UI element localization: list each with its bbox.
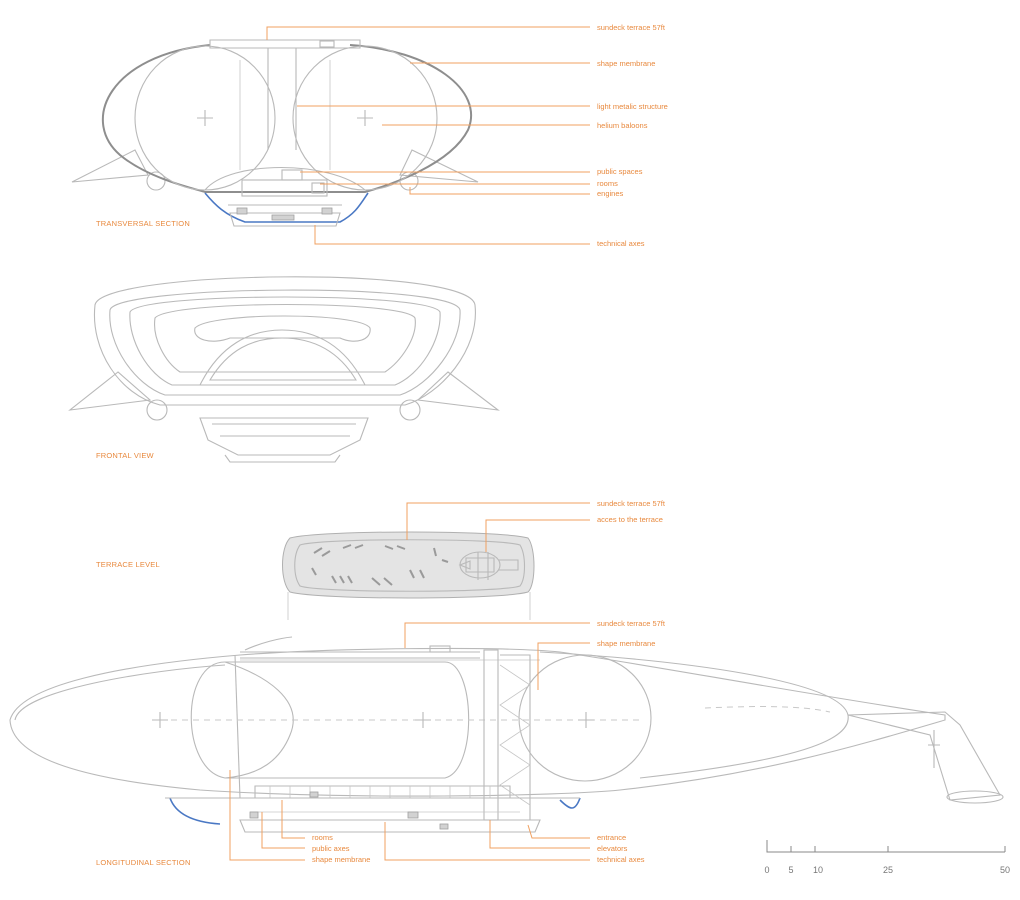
terrace-leaders	[406, 502, 590, 552]
transversal-labels: sundeck terrace 57ft shape membrane ligh…	[597, 23, 668, 248]
label-acces-to-terrace: acces to the terrace	[597, 515, 663, 524]
label-light-metalic-structure: light metalic structure	[597, 102, 668, 111]
label-long-technical-axes: technical axes	[597, 855, 645, 864]
label-long-shape-membrane-bottom: shape membrane	[312, 855, 370, 864]
label-helium-baloons: helium baloons	[597, 121, 648, 130]
scale-bar: 0 5 10 25 50	[764, 840, 1010, 875]
label-long-rooms: rooms	[312, 833, 333, 842]
longitudinal-leaders	[229, 622, 590, 861]
label-long-public-axes: public axes	[312, 844, 350, 853]
label-technical-axes: technical axes	[597, 239, 645, 248]
terrace-level-drawing	[282, 531, 535, 620]
label-terrace-sundeck: sundeck terrace 57ft	[597, 499, 666, 508]
scale-tick-5: 5	[788, 865, 793, 875]
frontal-view-drawing	[68, 276, 500, 463]
label-long-shape-membrane: shape membrane	[597, 639, 655, 648]
label-elevators: elevators	[597, 844, 628, 853]
label-entrance: entrance	[597, 833, 626, 842]
title-frontal-view: FRONTAL VIEW	[96, 451, 155, 460]
title-terrace-level: TERRACE LEVEL	[96, 560, 160, 569]
transversal-leaders	[266, 26, 590, 245]
label-shape-membrane: shape membrane	[597, 59, 655, 68]
label-sundeck-terrace: sundeck terrace 57ft	[597, 23, 666, 32]
title-longitudinal-section: LONGITUDINAL SECTION	[96, 858, 191, 867]
scale-tick-10: 10	[813, 865, 823, 875]
label-long-sundeck: sundeck terrace 57ft	[597, 619, 666, 628]
longitudinal-labels: sundeck terrace 57ft shape membrane room…	[312, 619, 666, 864]
label-engines: engines	[597, 189, 624, 198]
scale-tick-25: 25	[883, 865, 893, 875]
longitudinal-section-drawing	[9, 636, 1004, 833]
transversal-section-drawing	[71, 39, 479, 227]
label-public-spaces: public spaces	[597, 167, 643, 176]
title-transversal-section: TRANSVERSAL SECTION	[96, 219, 190, 228]
scale-tick-0: 0	[764, 865, 769, 875]
label-rooms: rooms	[597, 179, 618, 188]
scale-tick-50: 50	[1000, 865, 1010, 875]
